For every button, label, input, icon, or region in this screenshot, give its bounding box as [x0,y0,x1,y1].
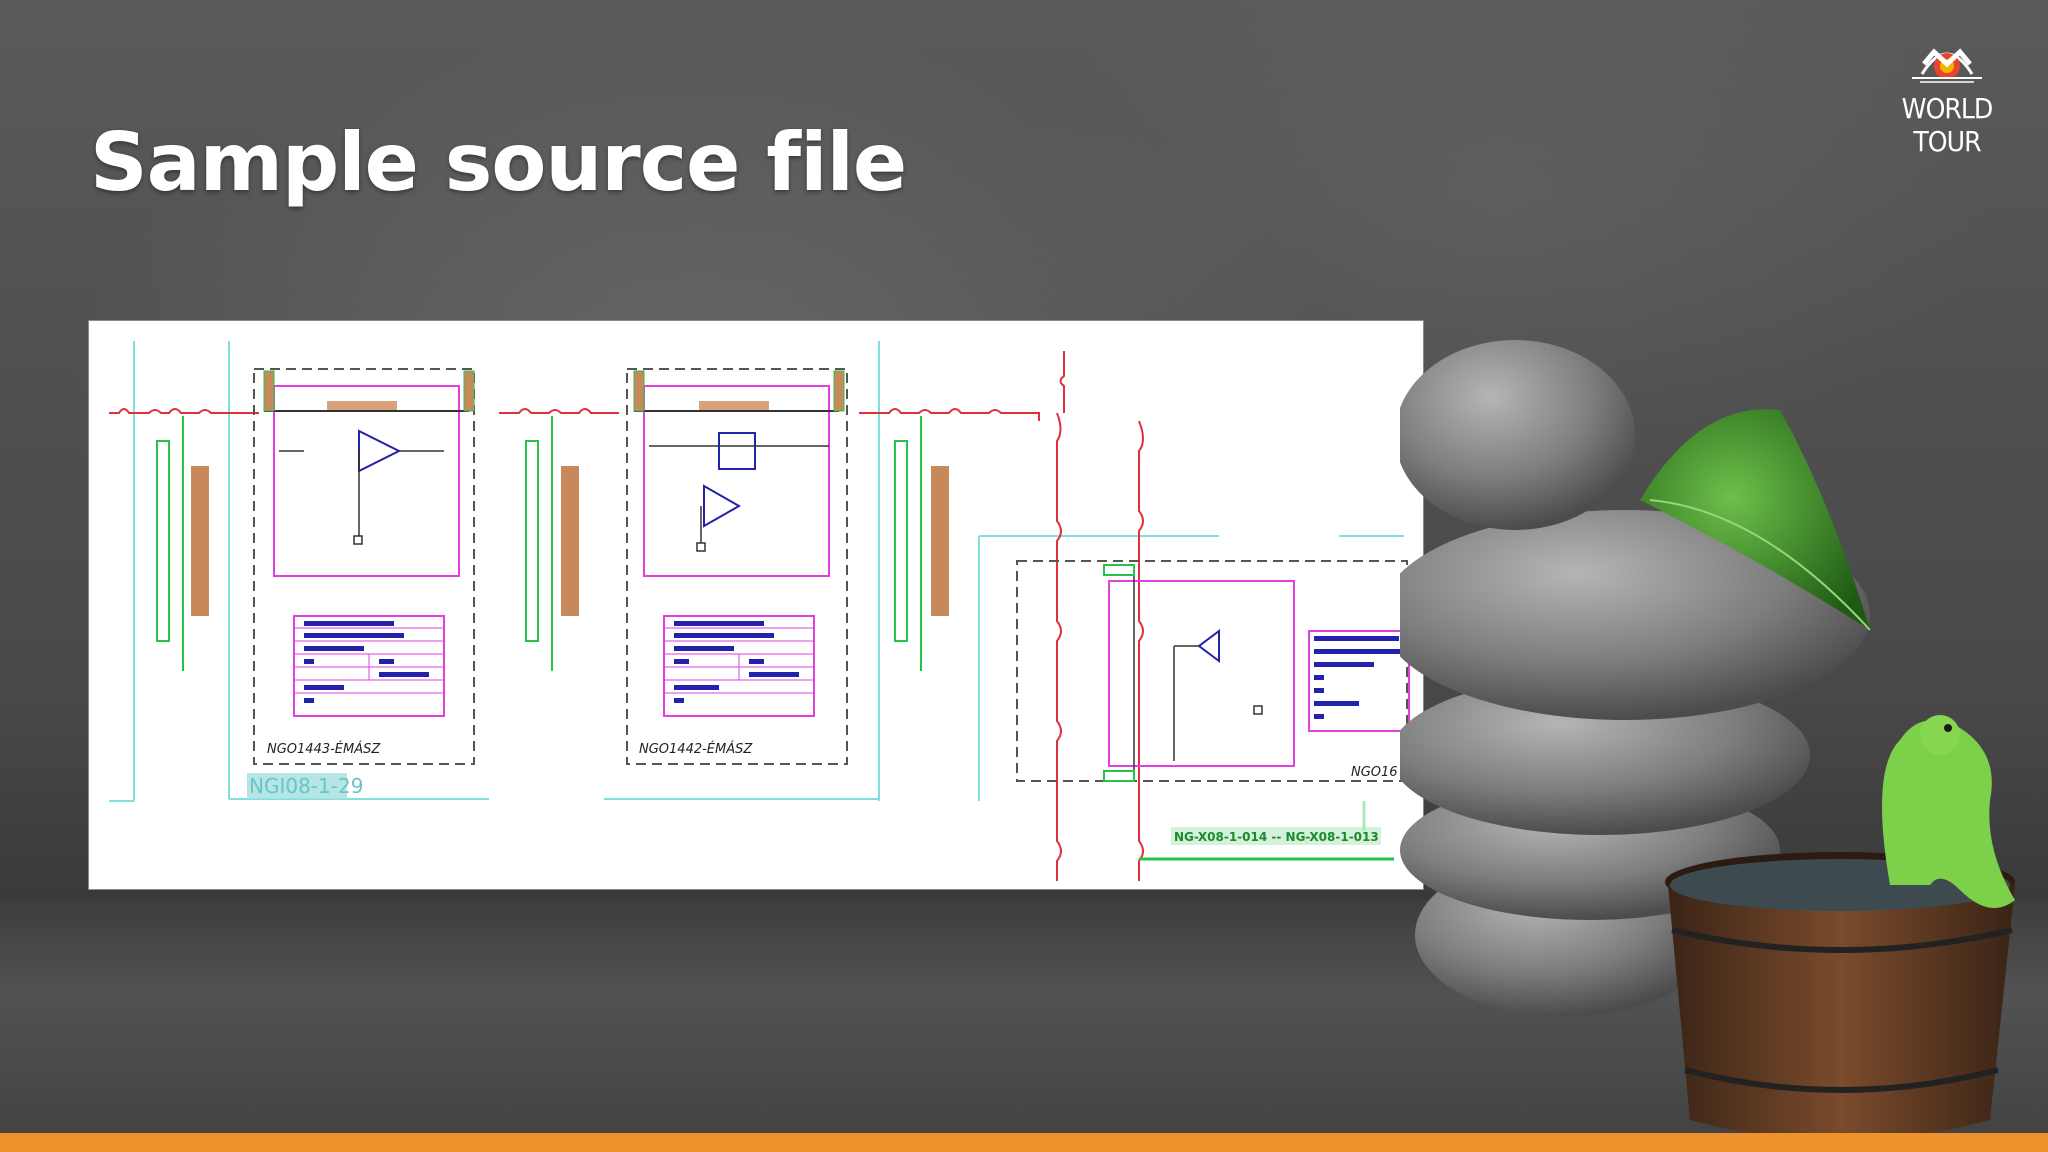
cad-drawing-screenshot: NGO1443-ÉMÁSZ NGI08-1-29 [88,320,1424,890]
slide-title: Sample source file [90,116,907,209]
logo-text: WORLD TOUR [1901,92,1994,158]
title-block-3: NGO16 [1351,765,1398,780]
world-tour-logo: WORLD TOUR [1872,34,2022,158]
title-block-2: NGO1442-ÉMÁSZ [639,741,753,757]
title-block-1: NGO1443-ÉMÁSZ [267,741,381,757]
cad-drawing: NGO1443-ÉMÁSZ NGI08-1-29 [109,341,1410,881]
world-tour-logo-icon [1912,48,1982,83]
accent-footer-bar [0,1133,2048,1152]
connector-label: NG-X08-1-014 -- NG-X08-1-013 [1174,830,1379,844]
decorative-stones-image [1400,340,2015,1140]
highlight-label: NGI08-1-29 [249,774,363,798]
